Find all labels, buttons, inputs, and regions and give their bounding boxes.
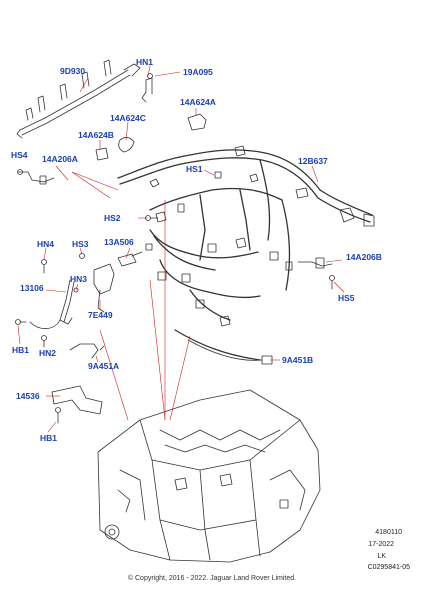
callout-hs1[interactable]: HS1	[186, 164, 203, 174]
reference-initials: LK	[377, 553, 386, 560]
callout-9a451a[interactable]: 9A451A	[88, 361, 120, 371]
callout-7e449[interactable]: 7E449	[88, 310, 113, 320]
callout-14a206b[interactable]: 14A206B	[346, 252, 382, 262]
sensor-19a095	[141, 73, 153, 103]
callout-hn1[interactable]: HN1	[136, 57, 154, 67]
callout-hs2[interactable]: HS2	[104, 213, 121, 223]
clip-14a624a	[187, 113, 207, 131]
clip-14a624c	[118, 137, 135, 153]
bracket-14536	[51, 385, 103, 415]
callout-13a506[interactable]: 13A506	[104, 237, 134, 247]
leader-lines	[17, 65, 345, 433]
reference-number: 4180110	[375, 529, 402, 536]
sub-harness-13106	[29, 259, 79, 329]
clip-14a624b	[95, 147, 109, 161]
callout-hb1-upper[interactable]: HB1	[12, 345, 30, 355]
callout-hs5[interactable]: HS5	[338, 293, 355, 303]
callout-hs4[interactable]: HS4	[11, 150, 28, 160]
callout-19a095[interactable]: 19A095	[183, 67, 213, 77]
copyright-notice: © Copyright, 2016 - 2022. Jaguar Land Ro…	[127, 575, 297, 582]
wire-14a206b	[297, 257, 335, 290]
callout-hn4[interactable]: HN4	[37, 239, 55, 249]
callout-hn3[interactable]: HN3	[70, 274, 88, 284]
callout-9a451b[interactable]: 9A451B	[282, 355, 314, 365]
callout-hn2[interactable]: HN2	[39, 348, 57, 358]
callout-12b637[interactable]: 12B637	[298, 156, 328, 166]
harness-connectors	[145, 145, 375, 327]
callout-14536[interactable]: 14536	[16, 391, 40, 401]
callout-9d930[interactable]: 9D930	[60, 66, 86, 76]
fastener-hb1-upper	[15, 319, 27, 325]
callout-14a624a[interactable]: 14A624A	[180, 97, 216, 107]
sensor-13a506	[117, 251, 143, 267]
sensor-9a451b	[187, 339, 273, 365]
sensor-9a451a	[69, 343, 105, 359]
fastener-hb1-lower	[55, 407, 61, 424]
callout-13106[interactable]: 13106	[20, 283, 44, 293]
injector-harness	[16, 59, 141, 139]
reference-date: 17-2022	[368, 541, 394, 548]
callout-hb1-lower[interactable]: HB1	[40, 433, 58, 443]
callout-14a624b[interactable]: 14A624B	[78, 130, 114, 140]
reference-code: C0295841-05	[367, 564, 410, 571]
callout-14a624c[interactable]: 14A624C	[110, 113, 146, 123]
main-harness	[117, 149, 373, 361]
wire-14a206a	[17, 169, 55, 185]
callout-14a206a[interactable]: 14A206A	[42, 154, 78, 164]
engine-block	[97, 389, 321, 563]
callout-hs3[interactable]: HS3	[72, 239, 89, 249]
